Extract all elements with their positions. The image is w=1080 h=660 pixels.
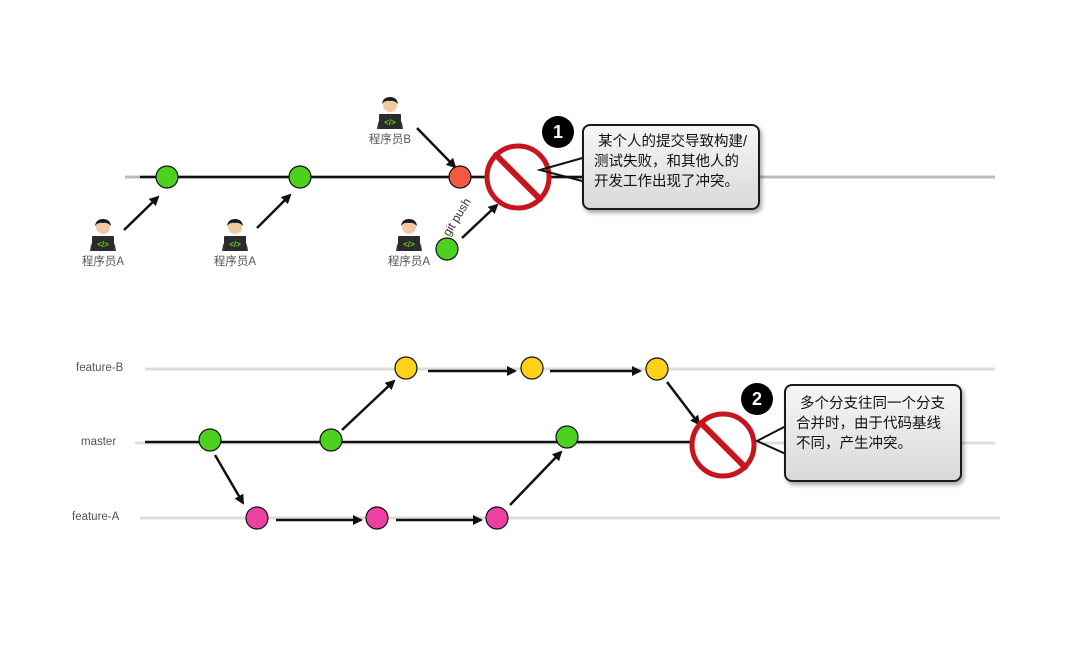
callout-2: 多个分支往同一个分支合并时，由于代码基线不同，产生冲突。 <box>784 384 962 482</box>
svg-text:</>: </> <box>403 240 415 249</box>
svg-text:</>: </> <box>229 240 241 249</box>
svg-text:</>: </> <box>384 118 396 127</box>
no-entry-icon <box>689 411 757 479</box>
feature-b-commit-dot <box>645 357 669 381</box>
developer-a: </> 程序员A <box>200 218 270 269</box>
developer-laptop-icon: </> <box>222 219 248 251</box>
commit-dot <box>288 165 312 189</box>
arrow-b-to-commit <box>416 127 457 169</box>
master-commit-dot <box>198 428 222 452</box>
arrow-feature-b-merge <box>666 381 701 426</box>
pushing-commit-dot <box>435 237 459 261</box>
step-badge-2: 2 <box>741 383 773 415</box>
arrow-feature-a-merge <box>509 450 563 506</box>
developer-name: 程序员A <box>81 256 125 268</box>
arrow-master-to-feature-a <box>213 454 245 505</box>
feature-a-commit-dot <box>365 506 389 530</box>
developer-name: 程序员A <box>387 256 431 268</box>
developer-name: 程序员A <box>213 256 257 268</box>
branch-label-master: master <box>81 436 117 448</box>
branch-label-feature-b: feature-B <box>76 362 124 374</box>
failed-commit-dot <box>448 165 472 189</box>
arrow-master-to-feature-b <box>341 379 396 431</box>
feature-b-commit-dot <box>394 356 418 380</box>
callout-pointer <box>536 156 587 183</box>
arrow-a1-to-commit <box>123 195 160 231</box>
no-entry-icon <box>484 143 552 211</box>
master-commit-dot <box>319 428 343 452</box>
developer-laptop-icon: </> <box>90 219 116 251</box>
feature-b-commit-dot <box>520 356 544 380</box>
arrow-git-push <box>461 203 499 239</box>
developer-laptop-icon: </> <box>396 219 422 251</box>
arrow-a2-to-commit <box>256 193 292 229</box>
developer-name: 程序员B <box>368 134 412 146</box>
step-badge-1: 1 <box>542 116 574 148</box>
feature-a-commit-dot <box>245 506 269 530</box>
developer-a: </> 程序员A <box>68 218 138 269</box>
branch-label-feature-a: feature-A <box>72 511 120 523</box>
feature-a-commit-dot <box>485 506 509 530</box>
callout-pointer <box>754 424 789 456</box>
callout-1: 某个人的提交导致构建/测试失败，和其他人的开发工作出现了冲突。 <box>582 124 760 210</box>
developer-a: </> 程序员A <box>374 218 444 269</box>
master-commit-dot <box>555 425 579 449</box>
svg-text:</>: </> <box>97 240 109 249</box>
commit-dot <box>155 165 179 189</box>
developer-laptop-icon: </> <box>377 97 403 129</box>
developer-b: </> 程序员B <box>355 96 425 147</box>
